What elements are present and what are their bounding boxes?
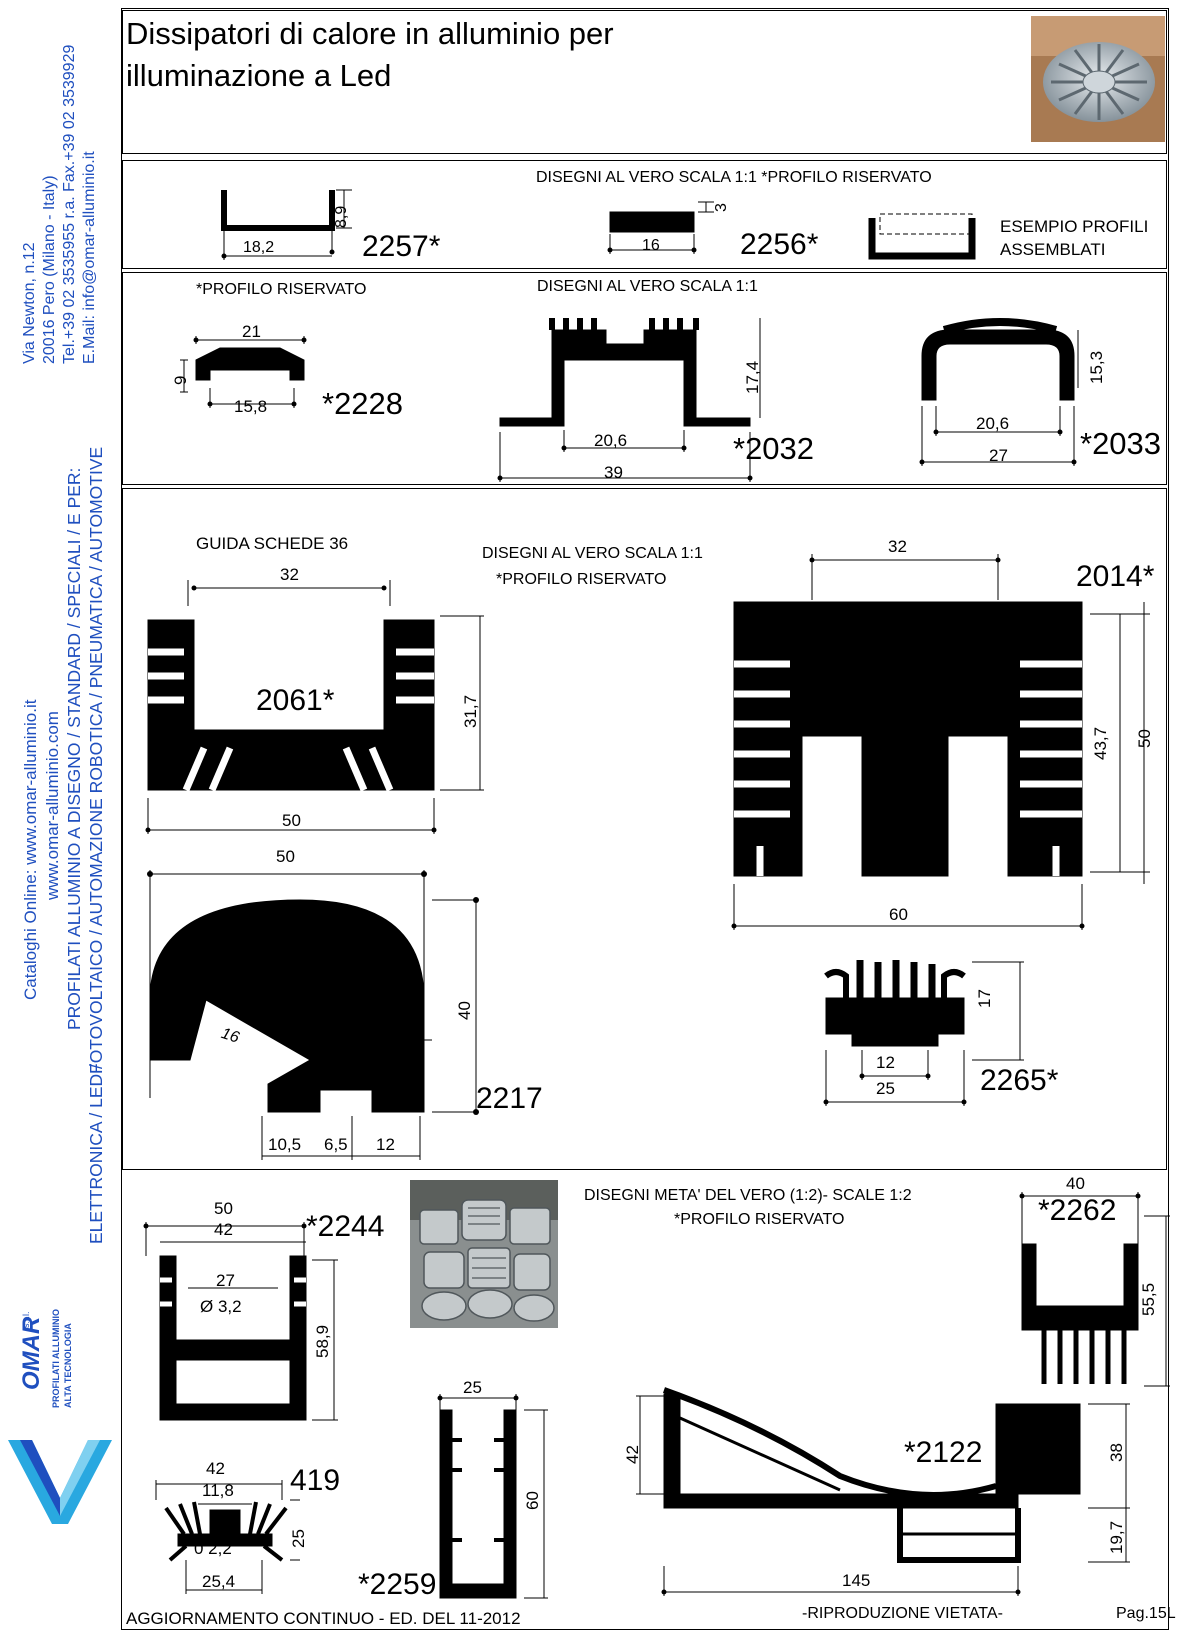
profile-2265-code: 2265*: [980, 1064, 1059, 1097]
profile-2244-width-1: 50: [214, 1199, 233, 1218]
footer-copyright: -RIPRODUZIONE VIETATA-: [802, 1605, 1003, 1622]
profile-2033-code: *2033: [1080, 426, 1162, 461]
section-3-box: [122, 488, 1167, 1170]
profile-2244-width-2: 42: [214, 1220, 233, 1239]
profile-2061-code: 2061*: [256, 684, 335, 717]
example-label-1: ESEMPIO PROFILI: [1000, 217, 1149, 236]
footer-update-note: AGGIORNAMENTO CONTINUO - ED. DEL 11-2012: [126, 1609, 521, 1628]
profile-2257-width: 18,2: [243, 239, 275, 256]
profile-2256-code: 2256*: [740, 228, 819, 261]
header-box: [122, 10, 1167, 154]
guide-label: GUIDA SCHEDE 36: [196, 534, 349, 553]
page-number: Pag.15L: [1116, 1605, 1176, 1622]
section-1-heading: DISEGNI AL VERO SCALA 1:1 *PROFILO RISER…: [536, 169, 932, 186]
profile-2217-width: 50: [276, 847, 295, 866]
section-2-note: *PROFILO RISERVATO: [196, 281, 367, 298]
heatsinks-group-photo: [410, 1180, 558, 1328]
logo-v-icon: [8, 1440, 112, 1524]
profile-2014-code: 2014*: [1076, 560, 1155, 593]
profile-419-width-2: 11,8: [202, 1481, 234, 1500]
page-frame: [121, 8, 1169, 1630]
profile-2228-width-1: 21: [242, 322, 261, 341]
profile-2262-code: *2262: [1038, 1194, 1117, 1227]
profile-2244-diameter: Ø 3,2: [200, 1297, 242, 1316]
profile-2244-width-3: 27: [216, 1271, 235, 1290]
profile-2122-width: 145: [842, 1571, 871, 1590]
section-2-box: [122, 272, 1167, 485]
section-3-heading-2: *PROFILO RISERVATO: [496, 571, 667, 588]
profile-2257-code: 2257*: [362, 230, 441, 263]
sidebar: Via Newton, n.12 20016 Pero (Milano - It…: [0, 0, 121, 1637]
profile-2061-width-1: 32: [280, 565, 299, 584]
profile-419-code: 419: [290, 1464, 341, 1497]
profile-2217-code: 2217: [476, 1082, 543, 1115]
section-4-heading-1: DISEGNI META' DEL VERO (1:2)- SCALE 1:2: [584, 1187, 912, 1204]
profile-2014-width-2: 60: [889, 905, 908, 924]
profile-2228-width-2: 15,8: [234, 397, 268, 416]
example-label-2: ASSEMBLATI: [1000, 240, 1106, 259]
section-4-heading-2: *PROFILO RISERVATO: [674, 1211, 845, 1228]
profile-2217-base-1: 10,5: [268, 1135, 302, 1154]
profile-2032-width-1: 20,6: [594, 431, 628, 450]
profile-2244-code: *2244: [306, 1210, 385, 1243]
profile-2033-width-2: 27: [989, 446, 1008, 465]
omar-logo: OMAR s.r.l. PROFILATI ALLUMINIO ALTA TEC…: [0, 1290, 121, 1530]
profile-2228-code: *2228: [322, 386, 404, 421]
profile-2014-width-1: 32: [888, 537, 907, 556]
profile-2265-width-2: 25: [876, 1079, 895, 1098]
profile-2217-base-3: 12: [376, 1135, 395, 1154]
profile-419-width-1: 42: [206, 1459, 225, 1478]
profile-2217-base-2: 6,5: [324, 1135, 348, 1154]
profile-2061-width-2: 50: [282, 811, 301, 830]
section-2-heading: DISEGNI AL VERO SCALA 1:1: [537, 278, 758, 295]
page-title-line-1: Dissipatori di calore in alluminio per: [126, 16, 614, 51]
profile-2265-width-1: 12: [876, 1053, 895, 1072]
profile-2033-width-1: 20,6: [976, 414, 1010, 433]
page-title-line-2: illuminazione a Led: [126, 58, 392, 93]
profile-2032-width-2: 39: [604, 463, 623, 482]
section-3-heading-1: DISEGNI AL VERO SCALA 1:1: [482, 545, 703, 562]
profile-2259-code: *2259: [358, 1568, 437, 1601]
profile-2032-code: *2032: [733, 431, 815, 466]
profile-2122-code: *2122: [904, 1436, 983, 1469]
section-1-box: [122, 160, 1167, 269]
profile-419-width-3: 25,4: [202, 1572, 236, 1591]
heatsink-photo: [1031, 16, 1165, 142]
profile-2259-width: 25: [463, 1378, 482, 1397]
profile-2262-width: 40: [1066, 1174, 1085, 1193]
